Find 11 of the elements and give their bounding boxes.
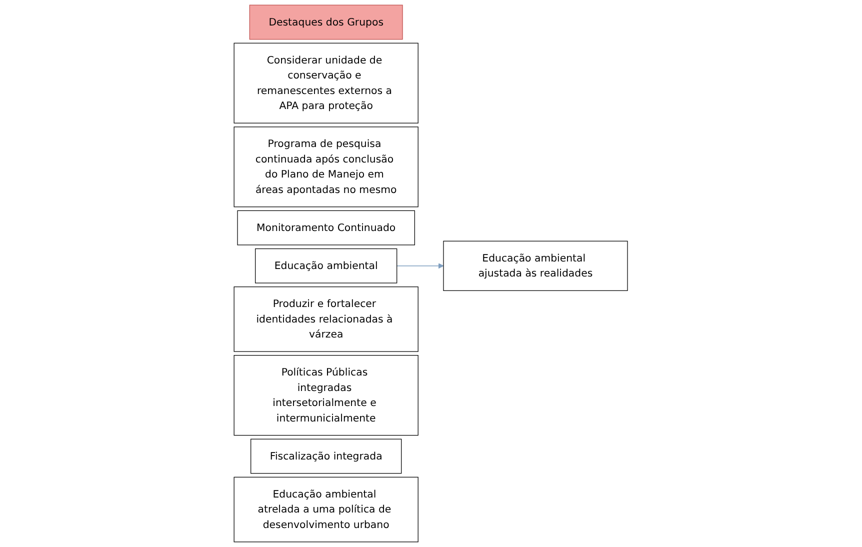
node-box: Educação ambiental bbox=[255, 248, 398, 284]
node-box: Políticas Públicas integradas intersetorialmente e intermunicialmente bbox=[234, 355, 419, 436]
node-box: Programa de pesquisa continuada após conclusão do Plano de Manejo em áreas apontadas no mesmo bbox=[234, 126, 419, 208]
node-box: Fiscalização integrada bbox=[250, 438, 402, 474]
node-box: Destaques dos Grupos bbox=[250, 4, 404, 40]
node-box: Produzir e fortalecer identidades relacionadas à várzea bbox=[234, 286, 419, 352]
node-box: Educação ambiental atrelada a uma política de desenvolvimento urbano bbox=[234, 476, 419, 542]
node-box: Monitoramento Continuado bbox=[237, 210, 416, 246]
arrow bbox=[396, 263, 444, 269]
node-box: Educação ambiental ajustada às realidades bbox=[443, 240, 628, 291]
node-box: Considerar unidade de conservação e remanescentes externos a APA para proteção bbox=[234, 42, 419, 124]
